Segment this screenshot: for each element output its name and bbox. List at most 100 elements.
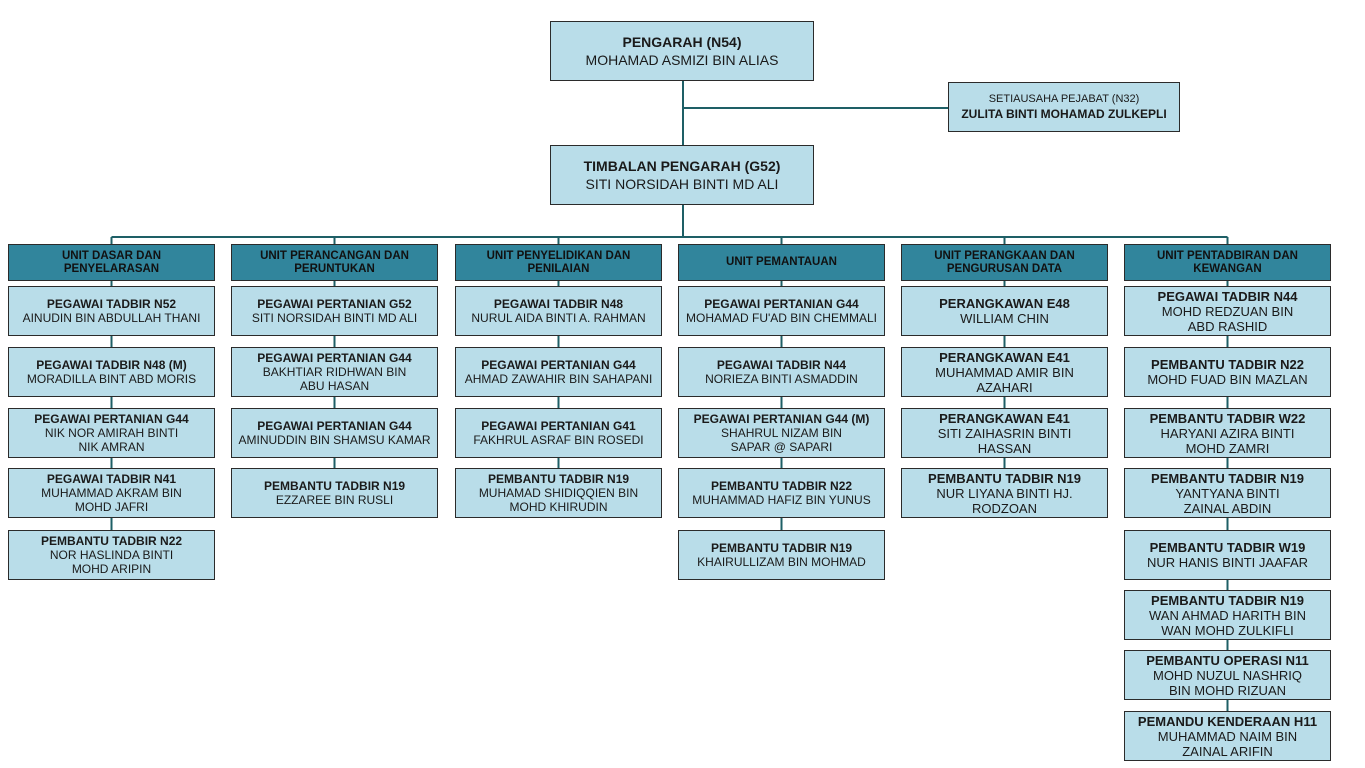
deputy-box: TIMBALAN PENGARAH (G52) SITI NORSIDAH BI… bbox=[550, 145, 814, 205]
staff-position: PEGAWAI PERTANIAN G44 bbox=[257, 419, 412, 433]
staff-name: NUR HANIS BINTI JAAFAR bbox=[1146, 555, 1309, 570]
staff-name: NORIEZA BINTI ASMADDIN bbox=[705, 372, 858, 386]
unit-header: UNIT PEMANTAUAN bbox=[678, 244, 885, 281]
secretary-title: SETIAUSAHA PEJABAT (N32) bbox=[988, 93, 1140, 105]
staff-name: NURUL AIDA BINTI A. RAHMAN bbox=[471, 311, 646, 325]
staff-name: WAN AHMAD HARITH BIN WAN MOHD ZULKIFLI bbox=[1149, 607, 1306, 638]
staff-name: MUHAMMAD NAIM BIN ZAINAL ARIFIN bbox=[1157, 728, 1298, 759]
staff-name: MOHD FUAD BIN MAZLAN bbox=[1147, 372, 1308, 387]
secretary-name: ZULITA BINTI MOHAMAD ZULKEPLI bbox=[961, 107, 1167, 121]
staff-name: MUHAMMAD HAFIZ BIN YUNUS bbox=[692, 493, 871, 507]
staff-position: PEMBANTU TADBIR W22 bbox=[1149, 410, 1306, 426]
staff-name: BAKHTIAR RIDHWAN BIN ABU HASAN bbox=[262, 365, 407, 393]
staff-name: AINUDIN BIN ABDULLAH THANI bbox=[22, 311, 201, 325]
staff-name: SITI ZAIHASRIN BINTI HASSAN bbox=[937, 425, 1072, 456]
unit-header: UNIT PERANCANGAN DAN PERUNTUKAN bbox=[231, 244, 438, 281]
staff-name: AHMAD ZAWAHIR BIN SAHAPANI bbox=[464, 372, 653, 386]
deputy-title: TIMBALAN PENGARAH (G52) bbox=[583, 158, 781, 174]
unit-header: UNIT PENTADBIRAN DAN KEWANGAN bbox=[1124, 244, 1331, 281]
staff-position: PEGAWAI TADBIR N48 (M) bbox=[36, 358, 187, 372]
staff-position: PEGAWAI TADBIR N44 bbox=[1157, 288, 1298, 304]
staff-position: PEGAWAI TADBIR N52 bbox=[46, 297, 177, 311]
unit-header: UNIT PENYELIDIKAN DAN PENILAIAN bbox=[455, 244, 662, 281]
staff-position: PEMBANTU TADBIR N22 bbox=[1151, 357, 1304, 372]
staff-position: PEMBANTU TADBIR N19 bbox=[1151, 592, 1304, 608]
staff-position: PEMANDU KENDERAAN H11 bbox=[1137, 713, 1318, 729]
staff-position: PEGAWAI PERTANIAN G44 bbox=[481, 358, 636, 372]
staff-position: PEGAWAI TADBIR N48 bbox=[493, 297, 624, 311]
deputy-name: SITI NORSIDAH BINTI MD ALI bbox=[585, 176, 779, 192]
staff-position: PEGAWAI PERTANIAN G41 bbox=[481, 419, 636, 433]
staff-position: PEMBANTU TADBIR N19 bbox=[1151, 470, 1304, 486]
staff-position: PEGAWAI TADBIR N41 bbox=[46, 472, 177, 486]
staff-position: PEMBANTU TADBIR N22 bbox=[40, 534, 183, 548]
staff-name: NOR HASLINDA BINTI MOHD ARIPIN bbox=[49, 548, 174, 576]
staff-position: PERANGKAWAN E48 bbox=[939, 296, 1070, 311]
staff-name: YANTYANA BINTI ZAINAL ABDIN bbox=[1175, 485, 1280, 516]
staff-name: EZZAREE BIN RUSLI bbox=[275, 493, 394, 507]
staff-position: PEGAWAI PERTANIAN G44 bbox=[704, 297, 859, 311]
staff-name: KHAIRULLIZAM BIN MOHMAD bbox=[697, 555, 866, 569]
staff-name: NUR LIYANA BINTI HJ. RODZOAN bbox=[936, 485, 1073, 516]
staff-name: MUHAMMAD AKRAM BIN MOHD JAFRI bbox=[41, 486, 182, 514]
staff-position: PEGAWAI PERTANIAN G44 bbox=[34, 412, 189, 426]
staff-name: MUHAMAD SHIDIQQIEN BIN MOHD KHIRUDIN bbox=[478, 486, 639, 514]
staff-position: PEMBANTU TADBIR N22 bbox=[710, 479, 853, 493]
director-title: PENGARAH (N54) bbox=[622, 34, 742, 50]
staff-name: MOHD REDZUAN BIN ABD RASHID bbox=[1161, 303, 1294, 334]
staff-position: PEGAWAI TADBIR N44 bbox=[716, 358, 847, 372]
staff-position: PEMBANTU TADBIR W19 bbox=[1149, 540, 1306, 555]
staff-position: PEGAWAI PERTANIAN G44 (M) bbox=[693, 412, 870, 426]
director-box: PENGARAH (N54) MOHAMAD ASMIZI BIN ALIAS bbox=[550, 21, 814, 81]
staff-name: FAKHRUL ASRAF BIN ROSEDI bbox=[473, 433, 644, 447]
staff-box: PEGAWAI PERTANIAN G44 (M)SHAHRUL NIZAM B… bbox=[678, 408, 885, 458]
staff-name: MUHAMMAD AMIR BIN AZAHARI bbox=[935, 364, 1074, 395]
unit-header: UNIT PERANGKAAN DAN PENGURUSAN DATA bbox=[901, 244, 1108, 281]
staff-position: PEMBANTU TADBIR N19 bbox=[263, 479, 406, 493]
staff-name: SHAHRUL NIZAM BIN SAPAR @ SAPARI bbox=[721, 426, 842, 454]
staff-name: WILLIAM CHIN bbox=[960, 311, 1049, 326]
staff-position: PEMBANTU OPERASI N11 bbox=[1146, 652, 1309, 668]
staff-name: SITI NORSIDAH BINTI MD ALI bbox=[251, 311, 418, 325]
staff-position: PEMBANTU TADBIR N19 bbox=[487, 472, 630, 486]
staff-name: MOHAMAD FU'AD BIN CHEMMALI bbox=[686, 311, 877, 325]
staff-name: MORADILLA BINT ABD MORIS bbox=[26, 372, 197, 386]
staff-position: PEGAWAI PERTANIAN G44 bbox=[257, 351, 412, 365]
staff-position: PERANGKAWAN E41 bbox=[939, 410, 1070, 426]
staff-name: AMINUDDIN BIN SHAMSU KAMAR bbox=[238, 433, 431, 447]
secretary-box: SETIAUSAHA PEJABAT (N32) ZULITA BINTI MO… bbox=[948, 82, 1180, 132]
staff-position: PEMBANTU TADBIR N19 bbox=[928, 470, 1081, 486]
staff-name: MOHD NUZUL NASHRIQ BIN MOHD RIZUAN bbox=[1152, 667, 1303, 698]
staff-position: PEGAWAI PERTANIAN G52 bbox=[257, 297, 412, 311]
staff-position: PERANGKAWAN E41 bbox=[939, 349, 1070, 365]
